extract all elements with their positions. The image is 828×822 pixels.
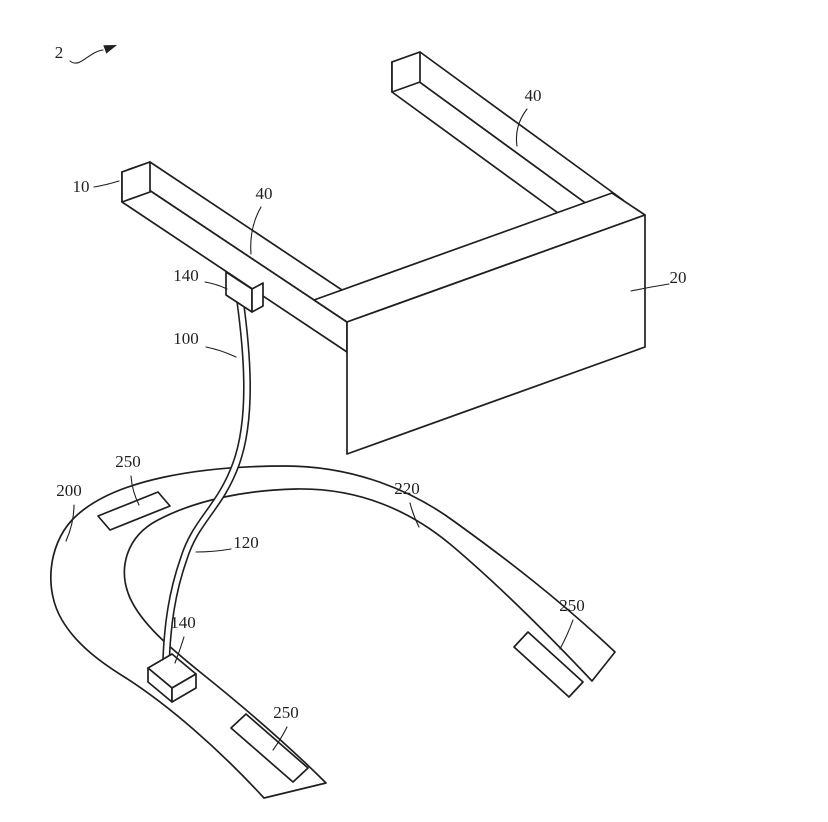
headband — [50, 465, 616, 799]
pad-right — [513, 631, 584, 698]
temple-arm-left-end-cap — [121, 161, 151, 203]
ref-label-housing: 20 — [670, 268, 687, 287]
leader-housing — [630, 283, 670, 292]
leader-lines — [65, 45, 670, 751]
arm-connector — [225, 271, 264, 313]
ref-label-connector-lower: 140 — [170, 613, 196, 632]
leader-frame-left-end — [93, 180, 120, 188]
temple-arm-right-end-cap — [391, 51, 421, 93]
cable — [162, 296, 251, 670]
ref-label-connector-upper: 140 — [173, 266, 199, 285]
figure-number-arrow-line — [69, 49, 104, 64]
ref-label-pad-bottom: 250 — [273, 703, 299, 722]
leader-pad-right — [559, 619, 574, 650]
pad-top-left — [97, 491, 171, 531]
ref-label-pad-top-left: 250 — [115, 452, 141, 471]
ref-label-cable-lower: 120 — [233, 533, 259, 552]
band-connector — [147, 653, 197, 703]
leader-pad-bottom — [272, 726, 288, 751]
temple-arm-left — [121, 161, 376, 353]
leader-cable-lower — [195, 548, 232, 553]
ref-label-temple-arm-right: 40 — [525, 86, 542, 105]
ref-label-frame-left-end: 10 — [73, 177, 90, 196]
leader-temple-arm-left — [250, 206, 262, 255]
leader-connector-upper — [204, 281, 228, 290]
reference-labels: 2 40 10 40 140 20 100 250 200 220 120 25… — [55, 43, 687, 722]
arm-connector-side-face — [251, 282, 264, 313]
band-connector-right-face — [171, 673, 197, 703]
ref-label-headband: 200 — [56, 481, 82, 500]
ref-label-cable-upper: 100 — [173, 329, 199, 348]
pad-bottom — [230, 713, 309, 783]
leader-temple-arm-right — [515, 108, 528, 147]
figure-number-arrowhead-icon — [103, 45, 117, 54]
ref-label-figure-number: 2 — [55, 43, 64, 62]
temple-arm-right — [391, 51, 624, 241]
leader-cable-upper — [205, 346, 237, 358]
temple-arm-left-side-face — [121, 171, 348, 353]
ref-label-headband-right: 220 — [394, 479, 420, 498]
display-housing — [313, 192, 646, 455]
leader-headband — [65, 504, 75, 542]
ref-label-temple-arm-left: 40 — [256, 184, 273, 203]
leader-pad-top-left — [130, 475, 140, 506]
leader-connector-lower — [174, 636, 185, 664]
temple-arm-right-top-face — [391, 51, 624, 211]
cable-core — [163, 297, 250, 669]
hmd-device — [121, 51, 646, 455]
leader-headband-right — [409, 502, 420, 528]
housing-front-face — [346, 214, 646, 455]
ref-label-pad-right: 250 — [559, 596, 585, 615]
headband-strap — [50, 465, 616, 799]
